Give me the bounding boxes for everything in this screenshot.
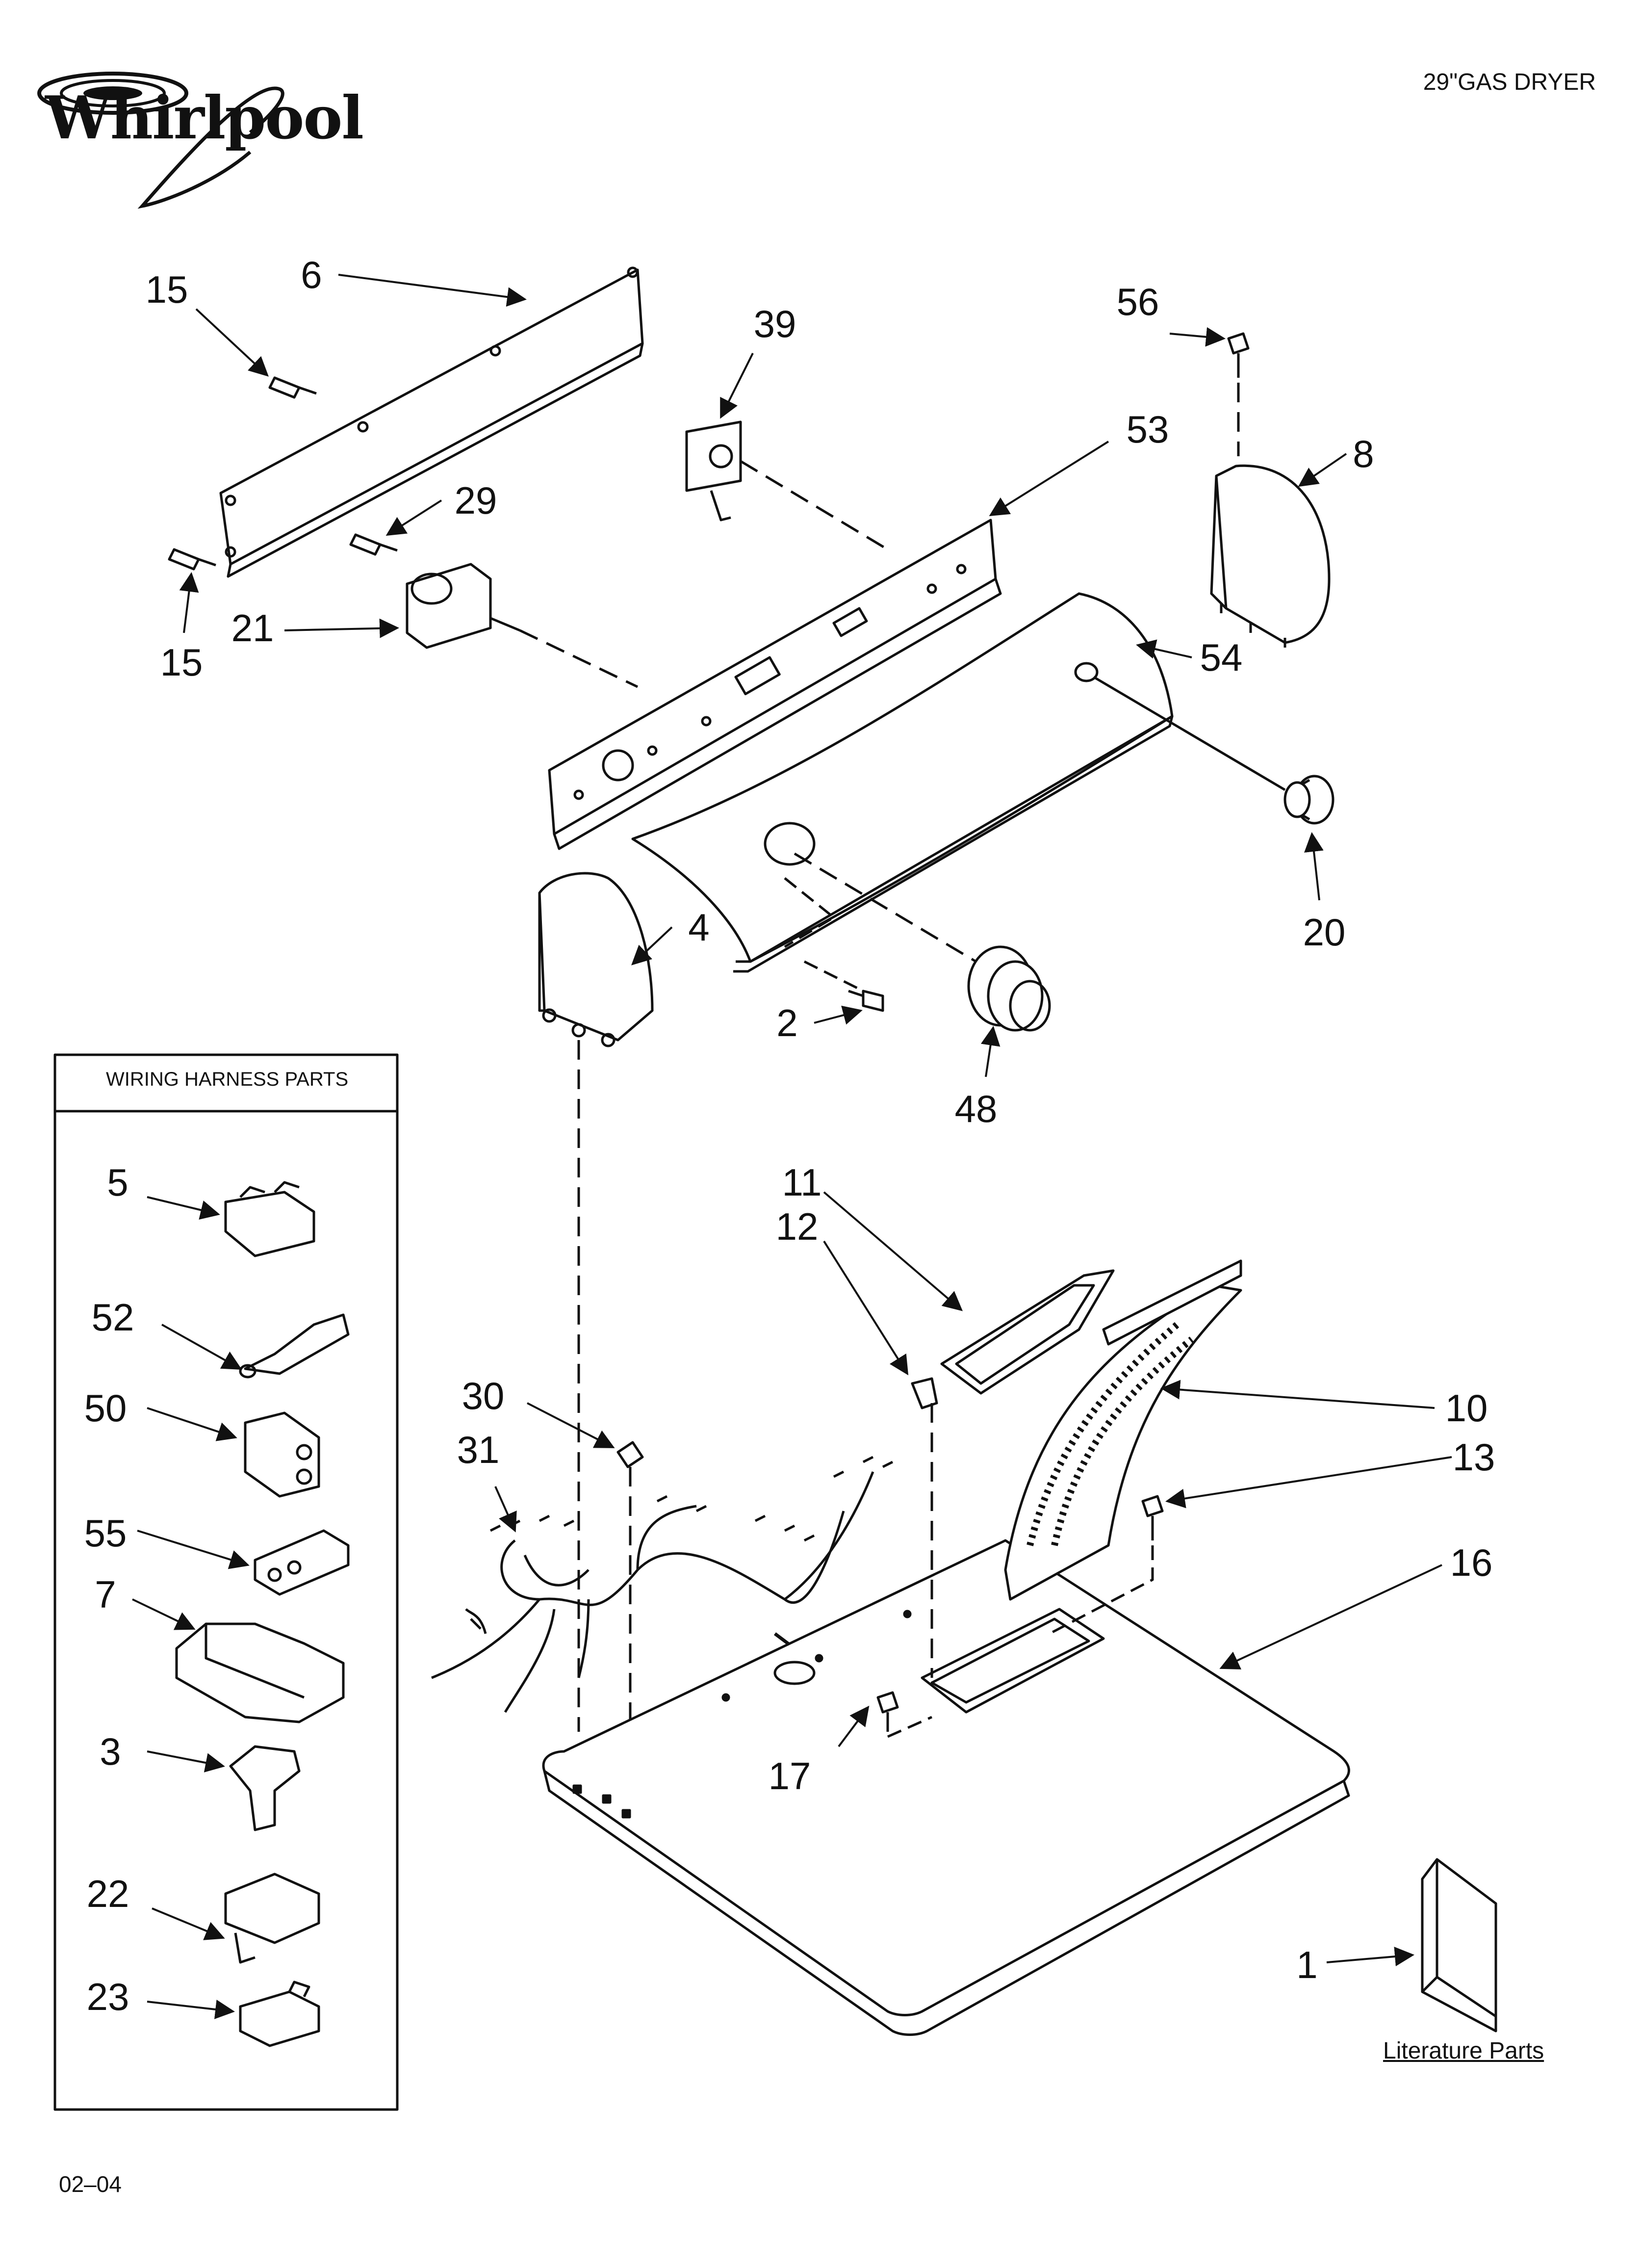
part-5-connector	[224, 1181, 315, 1257]
harness-part-23: 23	[86, 1975, 129, 2018]
callout-53: 53	[1126, 408, 1169, 451]
callout-6: 6	[301, 253, 322, 296]
part-6-bracket	[219, 266, 644, 578]
callout-56: 56	[1116, 280, 1159, 323]
screw-29	[349, 533, 398, 556]
part-11-lint-filter	[940, 1269, 1115, 1395]
part-1-literature	[1421, 1858, 1497, 2033]
part-10-grill	[1004, 1259, 1242, 1601]
callout-11: 11	[782, 1161, 822, 1204]
callout-2: 2	[776, 1001, 798, 1044]
part-21-timer	[406, 563, 639, 688]
leader-lines	[132, 274, 1452, 2019]
brand-wordmark: Whirlpool	[45, 83, 364, 153]
part-30-clip	[616, 1441, 644, 1737]
part-8-end-cap	[1210, 464, 1331, 648]
harness-part-52: 52	[91, 1296, 134, 1339]
callout-10: 10	[1445, 1386, 1488, 1430]
callout-15b: 15	[160, 641, 203, 684]
callout-39: 39	[753, 302, 796, 345]
part-31-wiring-harness	[431, 1456, 894, 1713]
callout-4: 4	[688, 906, 710, 949]
harness-box-title: WIRING HARNESS PARTS	[106, 1069, 349, 1090]
callout-20: 20	[1303, 911, 1346, 954]
date-code: 02–04	[59, 2171, 122, 2197]
part-53-console-panel	[548, 519, 1002, 850]
harness-part-22: 22	[86, 1872, 129, 1915]
part-7-connector-block	[175, 1622, 345, 1723]
screw-56	[1227, 332, 1250, 456]
literature-parts-label: Literature Parts	[1383, 2038, 1544, 2064]
part-55-connector	[254, 1529, 350, 1596]
whirlpool-logo	[37, 72, 284, 209]
screw-15-lower	[168, 548, 216, 571]
callout-30: 30	[462, 1374, 505, 1417]
callout-12: 12	[775, 1205, 819, 1248]
harness-part-7: 7	[95, 1573, 116, 1616]
part-48-knob	[794, 852, 1051, 1032]
part-50-connector	[244, 1411, 320, 1498]
screw-17	[876, 1691, 933, 1738]
screw-2	[803, 960, 884, 1012]
part-12-clip	[911, 1377, 938, 1678]
harness-box-frame	[53, 1053, 399, 2111]
callout-48: 48	[954, 1087, 998, 1130]
harness-part-50: 50	[84, 1386, 127, 1430]
part-22-connector	[224, 1873, 320, 1964]
callout-21: 21	[231, 606, 274, 650]
callout-1: 1	[1296, 1943, 1318, 1986]
callout-54: 54	[1200, 636, 1243, 679]
callout-29: 29	[454, 479, 497, 522]
part-52-terminal	[239, 1313, 350, 1379]
part-16-top-panel	[542, 1539, 1350, 2036]
part-4-end-cap	[538, 872, 654, 1732]
part-20-knob	[1093, 676, 1334, 825]
diagram-title: 29"GAS DRYER	[1423, 69, 1596, 95]
part-23-connector	[239, 1981, 320, 2047]
callout-15a: 15	[145, 268, 188, 311]
part-3-clip	[229, 1745, 301, 1831]
callout-13: 13	[1452, 1435, 1495, 1479]
harness-part-3: 3	[100, 1730, 121, 1773]
callout-8: 8	[1353, 432, 1374, 475]
callout-16: 16	[1450, 1541, 1493, 1584]
harness-part-55: 55	[84, 1512, 127, 1555]
screw-13	[1049, 1495, 1164, 1635]
harness-part-5: 5	[107, 1161, 128, 1204]
callout-17: 17	[768, 1754, 811, 1798]
screw-15-upper	[268, 376, 317, 399]
part-39-switch	[685, 420, 889, 551]
callout-31: 31	[457, 1428, 500, 1471]
